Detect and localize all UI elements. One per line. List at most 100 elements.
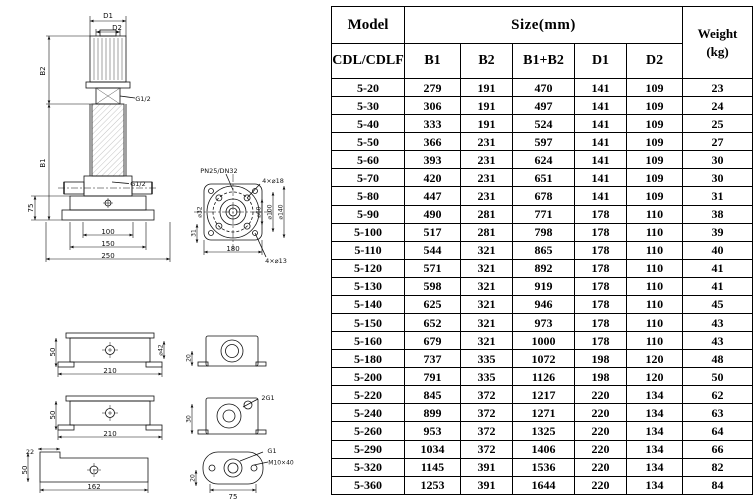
value-cell: 1000 xyxy=(512,331,575,351)
model-cell: 5-180 xyxy=(331,349,405,369)
col-header-weight: Weight (kg) xyxy=(682,6,754,79)
value-cell: 679 xyxy=(404,331,461,351)
model-cell: 5-60 xyxy=(331,150,405,170)
value-cell: 517 xyxy=(404,222,461,242)
spec-table: Model Size(mm) Weight (kg) CDL/CDLF B1 B… xyxy=(331,6,754,496)
value-cell: 737 xyxy=(404,349,461,369)
value-cell: 141 xyxy=(574,168,627,188)
value-cell: 1034 xyxy=(404,439,461,459)
value-cell: 281 xyxy=(460,204,513,224)
value-cell: 141 xyxy=(574,114,627,134)
value-cell: 973 xyxy=(512,313,575,333)
dimension-label: D2 xyxy=(112,24,122,32)
drawing-svg: D1D2B2G1/2B1G1/2PN25/DN324×⌀18⌀32⌀60⌀100… xyxy=(21,12,294,500)
model-cell: 5-220 xyxy=(331,385,405,405)
dimension-label: 22 xyxy=(26,448,34,456)
value-cell: 391 xyxy=(460,457,513,477)
model-cell: 5-290 xyxy=(331,439,405,459)
value-cell: 1126 xyxy=(512,367,575,387)
value-cell: 134 xyxy=(625,439,684,459)
value-cell: 1145 xyxy=(404,457,461,477)
value-cell: 220 xyxy=(574,385,627,405)
col-header-d1: D1 xyxy=(574,43,627,79)
value-cell: 134 xyxy=(625,475,684,496)
value-cell: 109 xyxy=(625,96,684,116)
value-cell: 110 xyxy=(625,313,684,333)
value-cell: 1271 xyxy=(512,403,575,423)
dimension-label: 50 xyxy=(49,411,57,420)
value-cell: 191 xyxy=(460,96,513,116)
value-cell: 109 xyxy=(625,150,684,170)
dimension-label: 250 xyxy=(101,252,114,260)
value-cell: 48 xyxy=(682,349,754,369)
value-cell: 50 xyxy=(682,367,754,387)
value-cell: 231 xyxy=(460,132,513,152)
dimension-label: B1 xyxy=(39,158,47,167)
dimension-label: ⌀42 xyxy=(158,344,165,355)
value-cell: 110 xyxy=(625,222,684,242)
value-cell: 953 xyxy=(404,421,461,441)
value-cell: 598 xyxy=(404,276,461,296)
value-cell: 678 xyxy=(512,186,575,206)
dimension-label: PN25/DN32 xyxy=(200,167,237,175)
value-cell: 919 xyxy=(512,276,575,296)
value-cell: 43 xyxy=(682,331,754,351)
value-cell: 178 xyxy=(574,240,627,260)
model-cell: 5-70 xyxy=(331,168,405,188)
value-cell: 84 xyxy=(682,475,754,496)
value-cell: 321 xyxy=(460,276,513,296)
value-cell: 178 xyxy=(574,313,627,333)
bracket-dimension-lines xyxy=(26,338,257,493)
value-cell: 1325 xyxy=(512,421,575,441)
dimension-label: ⌀32 xyxy=(197,206,204,217)
value-cell: 372 xyxy=(460,403,513,423)
value-cell: 1406 xyxy=(512,439,575,459)
value-cell: 109 xyxy=(625,168,684,188)
value-cell: 321 xyxy=(460,258,513,278)
value-cell: 30 xyxy=(682,150,754,170)
value-cell: 306 xyxy=(404,96,461,116)
dimension-label: 50 xyxy=(49,348,57,357)
value-cell: 220 xyxy=(574,439,627,459)
value-cell: 40 xyxy=(682,240,754,260)
value-cell: 141 xyxy=(574,150,627,170)
value-cell: 1644 xyxy=(512,475,575,496)
model-cell: 5-150 xyxy=(331,313,405,333)
dimension-label: ⌀100 xyxy=(267,204,274,219)
value-cell: 279 xyxy=(404,77,461,98)
dimension-label: 4×⌀13 xyxy=(265,257,287,265)
value-cell: 134 xyxy=(625,421,684,441)
value-cell: 597 xyxy=(512,132,575,152)
value-cell: 141 xyxy=(574,132,627,152)
value-cell: 178 xyxy=(574,204,627,224)
model-cell: 5-240 xyxy=(331,403,405,423)
value-cell: 391 xyxy=(460,475,513,496)
value-cell: 231 xyxy=(460,186,513,206)
model-cell: 5-90 xyxy=(331,204,405,224)
value-cell: 231 xyxy=(460,168,513,188)
value-cell: 178 xyxy=(574,222,627,242)
value-cell: 366 xyxy=(404,132,461,152)
value-cell: 27 xyxy=(682,132,754,152)
value-cell: 120 xyxy=(625,349,684,369)
model-cell: 5-160 xyxy=(331,331,405,351)
value-cell: 30 xyxy=(682,168,754,188)
value-cell: 24 xyxy=(682,96,754,116)
value-cell: 845 xyxy=(404,385,461,405)
dimension-label: 50 xyxy=(21,466,29,475)
value-cell: 220 xyxy=(574,403,627,423)
model-cell: 5-320 xyxy=(331,457,405,477)
value-cell: 45 xyxy=(682,294,754,315)
value-cell: 41 xyxy=(682,258,754,278)
value-cell: 178 xyxy=(574,331,627,351)
value-cell: 321 xyxy=(460,294,513,315)
value-cell: 220 xyxy=(574,457,627,477)
